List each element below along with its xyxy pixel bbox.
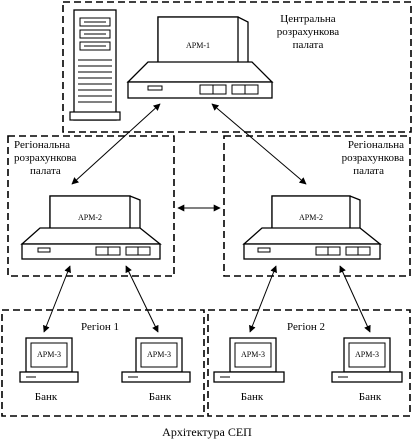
- server-tower-icon: [69, 9, 121, 121]
- arrow-right-terminal2: [339, 265, 371, 333]
- region1-terminal-2-icon: [121, 337, 191, 383]
- arm2-left-workstation-icon: [20, 195, 162, 260]
- arm1-label: АРМ-1: [186, 41, 210, 50]
- region1-box: [1, 309, 205, 417]
- arm2-right-label: АРМ-2: [299, 213, 323, 222]
- region2-bank-2-label: Банк: [359, 391, 382, 403]
- central-title-2: розрахункова: [277, 26, 340, 38]
- region1-bank-1-label: Банк: [35, 391, 58, 403]
- regional-right-title-3: палата: [353, 165, 384, 177]
- region1-bank-2-label: Банк: [149, 391, 172, 403]
- region2-terminal-1-icon: [213, 337, 285, 383]
- region1-title: Регіон 1: [81, 321, 119, 333]
- region2-bank-1-label: Банк: [241, 391, 264, 403]
- region2-arm3-2-label: АРМ-3: [355, 350, 379, 359]
- regional-left-title-2: розрахункова: [14, 152, 77, 164]
- central-title-1: Центральна: [280, 13, 336, 25]
- regional-right-box: [223, 135, 411, 277]
- diagram-caption: Архітектура СЕП: [162, 425, 252, 439]
- arrow-central-left: [71, 103, 161, 185]
- arrow-left-terminal1: [43, 265, 71, 333]
- arrow-left-terminal2: [125, 265, 159, 333]
- region2-title: Регіон 2: [287, 321, 325, 333]
- arm1-workstation-icon: [126, 16, 274, 99]
- arm2-right-workstation-icon: [242, 195, 382, 260]
- region2-terminal-2-icon: [331, 337, 403, 383]
- region1-arm3-1-label: АРМ-3: [37, 350, 61, 359]
- central-title-3: палата: [293, 39, 324, 51]
- arrow-right-terminal1: [249, 265, 277, 333]
- arrow-central-right: [211, 103, 307, 185]
- region1-terminal-1-icon: [19, 337, 79, 383]
- region2-arm3-1-label: АРМ-3: [241, 350, 265, 359]
- regional-left-title-3: палата: [30, 165, 61, 177]
- region2-box: [207, 309, 411, 417]
- regional-left-title-1: Регіональна: [14, 139, 70, 151]
- regional-right-title-2: розрахункова: [342, 152, 405, 164]
- arm2-left-label: АРМ-2: [78, 213, 102, 222]
- region1-arm3-2-label: АРМ-3: [147, 350, 171, 359]
- regional-right-title-1: Регіональна: [348, 139, 404, 151]
